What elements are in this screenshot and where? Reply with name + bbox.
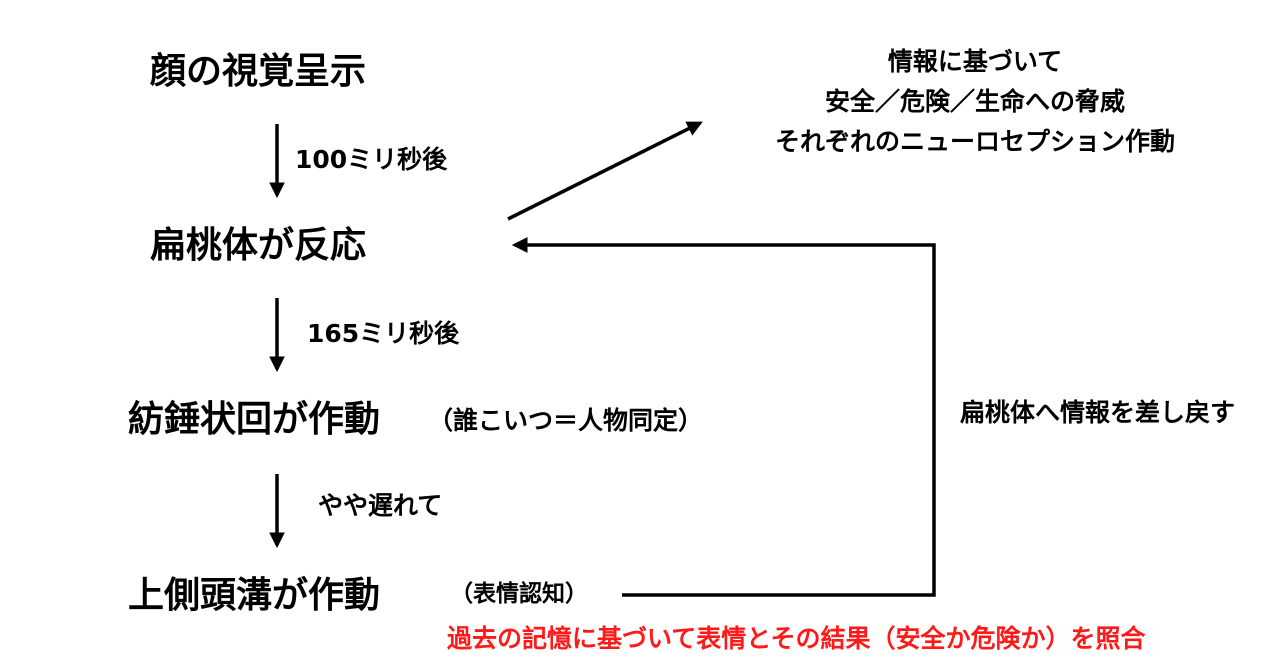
node-sts-note: （表情認知）: [450, 581, 588, 607]
node-face-presentation: 顔の視覚呈示: [150, 51, 367, 92]
node-amygdala: 扁桃体が反応: [150, 225, 367, 266]
timing-label-later: やや遅れて: [318, 491, 443, 520]
timing-label-165ms: 165ミリ秒後: [307, 319, 460, 348]
neuroception-note-line: 情報に基づいて: [887, 47, 1063, 76]
timing-label-100ms: 100ミリ秒後: [295, 145, 448, 174]
feedback-label: 扁桃体へ情報を差し戻す: [960, 398, 1236, 427]
node-fusiform-gyrus: 紡錘状回が作動: [128, 399, 381, 440]
neuroception-note: 情報に基づいて 安全／危険／生命への脅威 それぞれのニューロセプション作動: [735, 42, 1215, 162]
node-fusiform-note: （誰こいつ＝人物同定）: [428, 406, 704, 435]
arrow-amygdala-to-neuroception: [507, 121, 703, 221]
node-superior-temporal-sulcus: 上側頭溝が作動: [128, 575, 381, 616]
neuroception-note-line: 安全／危険／生命への脅威: [824, 87, 1125, 116]
memory-matching-note: 過去の記憶に基づいて表情とその結果（安全か危険か）を照合: [447, 624, 1146, 653]
feedback-loop-line: [511, 237, 936, 597]
neuroception-note-line: それぞれのニューロセプション作動: [774, 127, 1175, 156]
